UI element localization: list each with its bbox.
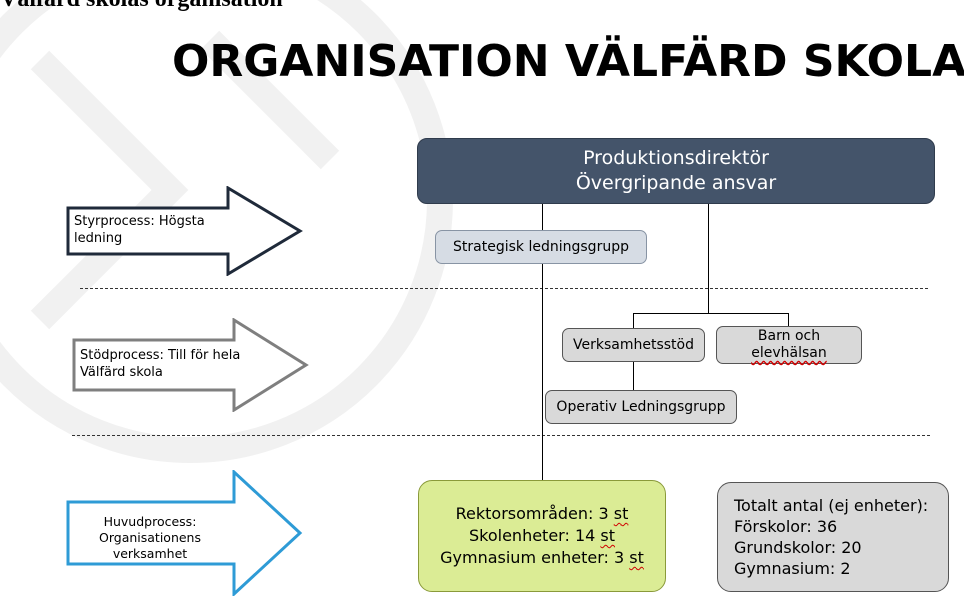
units-line-skolenheter: Skolenheter: 14 st bbox=[469, 526, 615, 545]
produktionsdirektor-box: Produktionsdirektör Övergripande ansvar bbox=[417, 138, 935, 204]
strategisk-label: Strategisk ledningsgrupp bbox=[453, 238, 629, 255]
arrow-huvudprocess-label: Huvudprocess: Organisationens verksamhet bbox=[99, 514, 201, 561]
verksamhetsstod-box: Verksamhetsstöd bbox=[562, 328, 705, 362]
page-title: ORGANISATION VÄLFÄRD SKOLA bbox=[172, 36, 964, 87]
arrow-styrprocess bbox=[66, 186, 303, 276]
arrow-stodprocess-label: Stödprocess: Till för hela Välfärd skola bbox=[80, 348, 241, 380]
connector-right-drop bbox=[708, 204, 709, 314]
totals-gymnasium: Gymnasium: 2 bbox=[734, 559, 851, 578]
totals-grundskolor: Grundskolor: 20 bbox=[734, 538, 862, 557]
separator-bottom bbox=[72, 435, 930, 436]
arrow-stodprocess bbox=[72, 318, 309, 412]
connector-oper bbox=[633, 362, 634, 390]
connector-main bbox=[542, 204, 543, 480]
connector-verk bbox=[633, 313, 634, 328]
operativ-ledningsgrupp-box: Operativ Ledningsgrupp bbox=[545, 390, 737, 424]
director-subtitle: Övergripande ansvar bbox=[575, 172, 777, 194]
units-line-gymnasium: Gymnasium enheter: 3 st bbox=[440, 548, 644, 567]
units-line-rektorsomraden: Rektorsområden: 3 st bbox=[455, 504, 629, 523]
verksamhetsstod-label: Verksamhetsstöd bbox=[573, 336, 694, 353]
totals-heading: Totalt antal (ej enheter): bbox=[734, 496, 929, 515]
strategisk-ledningsgrupp-box: Strategisk ledningsgrupp bbox=[435, 230, 647, 264]
barn-label-line1: Barn och bbox=[757, 328, 821, 344]
barn-label-line2: elevhälsan bbox=[751, 345, 827, 361]
cut-off-heading: Välfärd skolas organisation bbox=[0, 0, 283, 13]
barn-elevhalsan-box: Barn och elevhälsan bbox=[716, 326, 862, 364]
totals-box: Totalt antal (ej enheter): Förskolor: 36… bbox=[717, 482, 949, 592]
director-title: Produktionsdirektör bbox=[583, 147, 769, 169]
operativ-label: Operativ Ledningsgrupp bbox=[556, 398, 726, 415]
connector-branch bbox=[633, 313, 789, 314]
separator-top bbox=[80, 288, 928, 289]
arrow-styrprocess-label: Styrprocess: Högsta ledning bbox=[74, 214, 205, 246]
arrow-huvudprocess bbox=[66, 470, 303, 596]
totals-forskolor: Förskolor: 36 bbox=[734, 517, 838, 536]
units-box: Rektorsområden: 3 st Skolenheter: 14 st … bbox=[418, 480, 666, 592]
connector-barn bbox=[788, 313, 789, 326]
